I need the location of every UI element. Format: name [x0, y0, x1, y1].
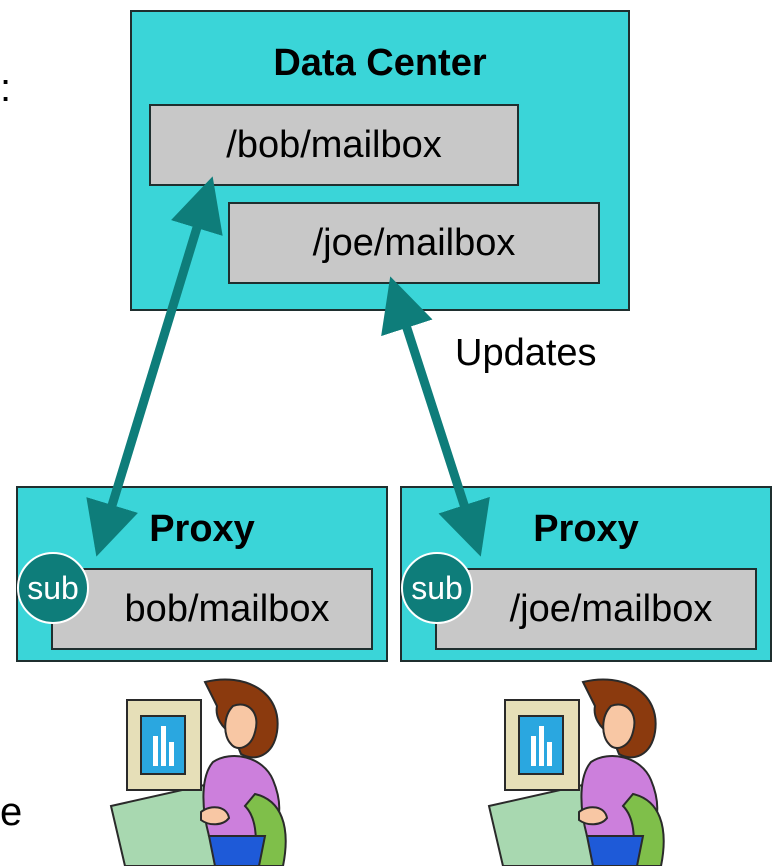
bob-mailbox-label: /bob/mailbox [226, 123, 442, 166]
bob-mailbox-record: /bob/mailbox [149, 104, 519, 186]
edge-text-colon: : [0, 66, 12, 110]
edge-text-letter: e [0, 790, 23, 834]
sub-badge-right: sub [401, 552, 473, 624]
sub-badge-left: sub [17, 552, 89, 624]
sub-badge-right-label: sub [411, 569, 463, 606]
sub-badge-left-label: sub [27, 569, 79, 606]
data-center-title: Data Center [273, 42, 487, 84]
joe-updates-arrow [381, 276, 490, 557]
proxy-right-mailbox-label: /joe/mailbox [509, 587, 713, 630]
proxy-right-mailbox: /joe/mailbox [435, 568, 757, 650]
joe-mailbox-label: /joe/mailbox [312, 221, 516, 264]
proxy-left-mailbox: bob/mailbox [51, 568, 373, 650]
bob-subscription-arrow [86, 176, 223, 557]
joe-mailbox-record: /joe/mailbox [228, 202, 600, 284]
proxy-left-mailbox-label: bob/mailbox [124, 587, 330, 630]
user-computer-icon-right [487, 678, 665, 866]
user-computer-icon-left [109, 678, 287, 866]
data-center-box: Data Center /bob/mailbox /joe/mailbox [130, 10, 630, 311]
proxy-right-title: Proxy [533, 508, 639, 550]
